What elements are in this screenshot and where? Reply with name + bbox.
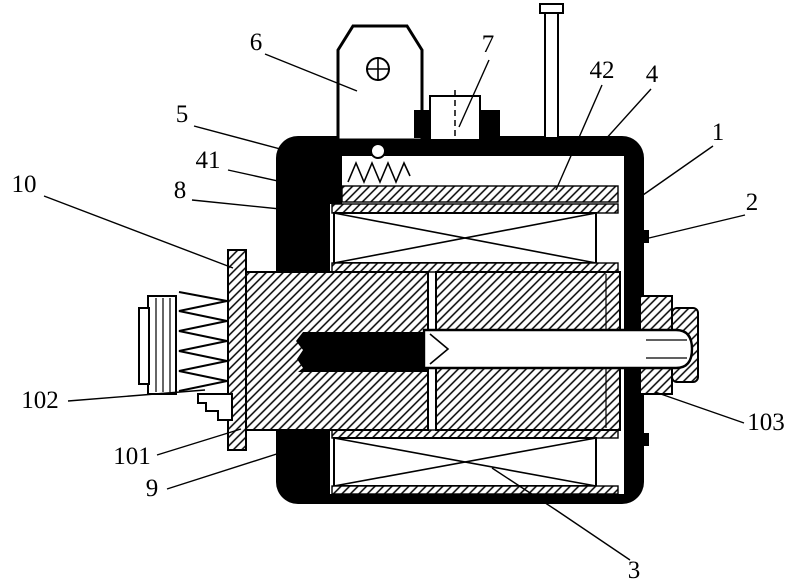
leader-line-7: [458, 59, 490, 128]
leader-line-4: [603, 88, 652, 142]
push-shaft: [422, 328, 694, 370]
ref-label-5: 5: [176, 101, 189, 128]
case-nub-top: [639, 230, 649, 243]
coil-upper-flange-bottom: [331, 262, 619, 273]
ref-label-6: 6: [250, 29, 263, 56]
coil-lower-cross-2: [333, 437, 597, 487]
leader-line-42: [555, 84, 603, 191]
ref-label-8: 8: [174, 177, 187, 204]
washer-plate-42: [341, 185, 619, 203]
step-bracket: [197, 393, 233, 421]
leader-line-5: [193, 125, 300, 155]
ref-label-9: 9: [146, 475, 159, 502]
inner-wall-lining: [330, 156, 342, 204]
upper-leaf-spring: [347, 160, 411, 185]
coil-upper-flange-top: [331, 203, 619, 214]
vent-rod-cap: [539, 3, 564, 14]
valve-body-group: [138, 3, 699, 504]
ref-label-103: 103: [747, 409, 785, 436]
ref-label-7: 7: [482, 31, 495, 58]
leader-line-41: [227, 169, 315, 190]
ref-label-3: 3: [628, 557, 641, 584]
top-connector-housing: [336, 24, 424, 142]
leader-line-3: [491, 467, 631, 561]
leader-line-10: [43, 195, 234, 269]
pivot-pin: [370, 143, 386, 159]
leader-line-8: [191, 199, 291, 211]
leader-line-102: [67, 389, 206, 402]
leader-line-101: [156, 428, 242, 456]
ref-label-101: 101: [113, 443, 151, 470]
ref-label-102: 102: [21, 387, 59, 414]
ref-label-1: 1: [712, 119, 725, 146]
leader-line-6: [264, 53, 358, 92]
case-nub-bottom: [639, 433, 649, 446]
leader-line-2: [648, 214, 746, 239]
ref-label-42: 42: [590, 57, 615, 84]
seal-rod: [296, 332, 428, 372]
adjuster-end-cap: [138, 307, 150, 385]
vent-rod: [544, 9, 559, 139]
coil-lower-flange-bottom: [331, 485, 619, 495]
adjuster-stack: [147, 295, 177, 395]
return-spring: [178, 291, 228, 392]
coil-upper-cross-2: [333, 212, 597, 264]
leader-line-103: [654, 391, 745, 424]
leader-line-1: [642, 145, 714, 196]
ref-label-4: 4: [646, 61, 659, 88]
ref-label-41: 41: [196, 147, 221, 174]
ref-label-2: 2: [746, 189, 759, 216]
coil-lower-flange-top: [331, 429, 619, 439]
ref-label-10: 10: [12, 171, 37, 198]
shaft-cone-tip: [429, 333, 450, 365]
leader-line-9: [166, 450, 287, 490]
